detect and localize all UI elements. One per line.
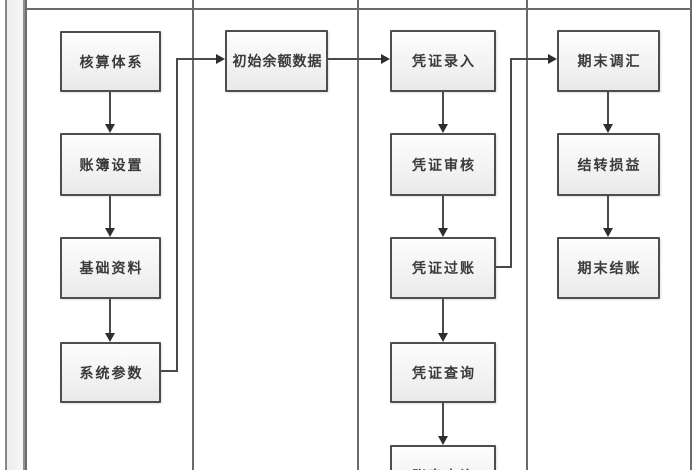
node-initial-balance-data: 初始余额数据 <box>225 30 328 92</box>
node-label: 期末结账 <box>577 262 642 277</box>
node-label: 凭证查询 <box>412 366 476 382</box>
lane-divider-2-3 <box>357 0 359 470</box>
node-label: 基础资料 <box>79 262 144 277</box>
node-label: 账簿设置 <box>79 158 144 174</box>
connector-line <box>496 266 512 268</box>
node-period-end-exchange-adjustment: 期末调汇 <box>557 30 660 92</box>
connector-line <box>176 59 178 372</box>
arrowhead-right <box>381 54 390 64</box>
node-report-query: 账表查询 <box>390 445 496 470</box>
connector-line <box>510 59 512 268</box>
node-voucher-entry: 凭证录入 <box>390 30 496 92</box>
arrowhead-down <box>438 228 448 237</box>
arrow-line <box>607 92 609 124</box>
connector-line <box>161 370 178 372</box>
node-label: 账表查询 <box>410 466 476 470</box>
lane-divider-1-2 <box>192 0 194 470</box>
node-voucher-query: 凭证查询 <box>390 342 496 403</box>
node-label: 结转损益 <box>577 158 642 174</box>
arrowhead-down <box>438 124 448 133</box>
arrowhead-down <box>438 333 448 342</box>
node-label: 凭证过账 <box>412 262 476 277</box>
node-system-parameters: 系统参数 <box>60 342 161 403</box>
node-ledger-setup: 账簿设置 <box>60 133 161 196</box>
lane-border-left <box>25 0 27 470</box>
arrow-line <box>328 58 381 60</box>
node-period-end-closing: 期末结账 <box>557 237 660 299</box>
node-voucher-posting: 凭证过账 <box>390 237 496 299</box>
node-label: 凭证录入 <box>412 55 476 70</box>
arrowhead-down <box>105 228 115 237</box>
arrow-line <box>176 58 216 60</box>
arrow-line <box>607 196 609 228</box>
lane-border-right <box>690 0 692 470</box>
arrow-line <box>510 58 548 60</box>
arrowhead-down <box>603 228 613 237</box>
arrowhead-down <box>105 333 115 342</box>
node-label: 系统参数 <box>79 366 144 382</box>
node-basic-data: 基础资料 <box>60 237 161 299</box>
node-accounting-system: 核算体系 <box>60 31 161 92</box>
node-carry-forward-profit-loss: 结转损益 <box>557 133 660 196</box>
arrow-line <box>442 196 444 228</box>
lane-header-bottom-line <box>25 8 692 10</box>
arrowhead-right <box>216 54 225 64</box>
arrowhead-down <box>105 124 115 133</box>
node-label: 初始余额数据 <box>232 55 323 70</box>
arrow-line <box>109 92 111 124</box>
node-label: 期末调汇 <box>577 55 642 70</box>
node-voucher-review: 凭证审核 <box>390 133 496 196</box>
arrow-line <box>109 196 111 228</box>
node-label: 核算体系 <box>79 55 144 71</box>
arrowhead-down <box>438 436 448 445</box>
arrow-line <box>442 299 444 333</box>
arrow-line <box>442 92 444 124</box>
arrow-line <box>109 299 111 333</box>
arrow-line <box>442 403 444 436</box>
arrowhead-right <box>548 54 557 64</box>
left-title-strip <box>5 0 25 470</box>
lane-divider-3-4 <box>526 0 528 470</box>
node-label: 凭证审核 <box>412 158 476 174</box>
arrowhead-down <box>603 124 613 133</box>
